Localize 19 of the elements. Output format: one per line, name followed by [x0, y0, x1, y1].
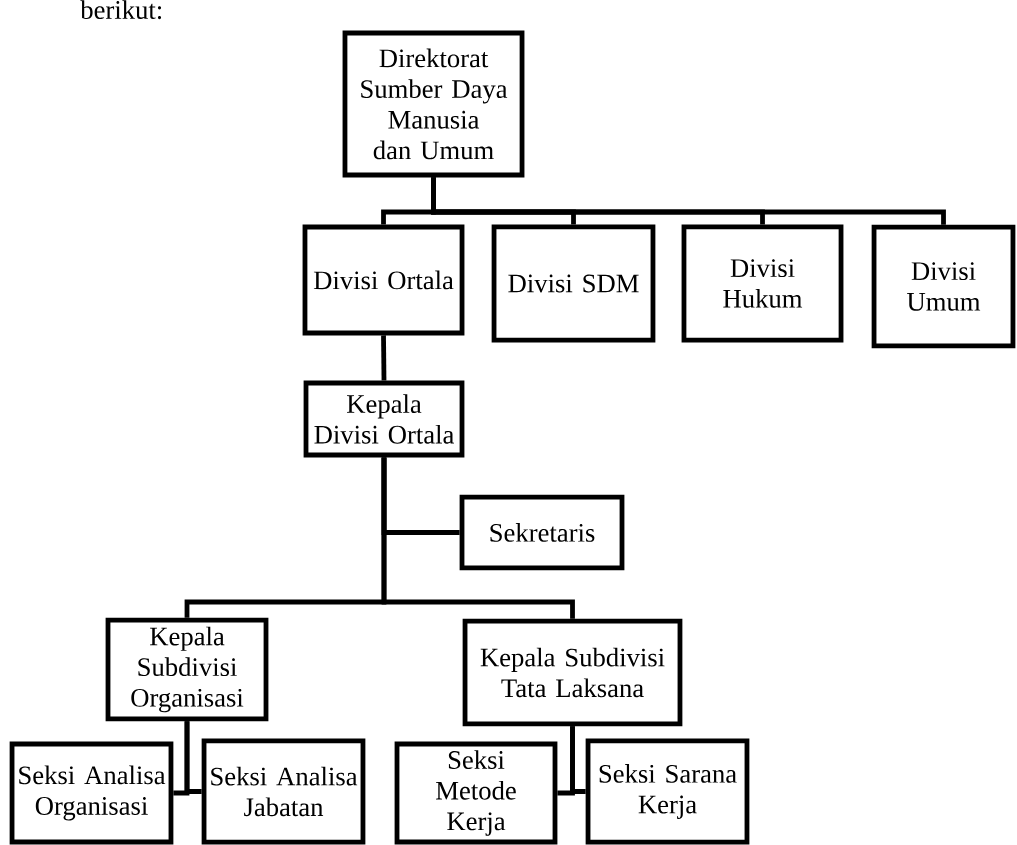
org-box: Divisi SDM: [491, 224, 656, 343]
org-box: Seksi Analisa Organisasi: [9, 741, 174, 845]
org-box: Direktorat Sumber Daya Manusia dan Umum: [342, 30, 525, 178]
org-box: Divisi Umum: [871, 224, 1016, 349]
connector-line: [184, 721, 202, 794]
connector-line: [431, 177, 946, 225]
org-box: Seksi Analisa Jabatan: [201, 738, 366, 845]
connector-line: [570, 726, 586, 794]
connector-line: [381, 457, 575, 619]
org-box: Seksi Metode Kerja: [394, 741, 558, 845]
org-box: Divisi Hukum: [681, 224, 844, 343]
org-box: Kepala Subdivisi Tata Laksana: [462, 618, 683, 727]
org-box: Kepala Subdivisi Organisasi: [105, 617, 269, 722]
org-box: Seksi Sarana Kerja: [585, 738, 750, 845]
intro-text: berikut:: [80, 0, 162, 20]
org-box: Sekretaris: [459, 494, 625, 571]
connector-line: [381, 335, 387, 381]
org-box: Kepala Divisi Ortala: [303, 380, 465, 458]
org-box: Divisi Ortala: [302, 224, 465, 336]
